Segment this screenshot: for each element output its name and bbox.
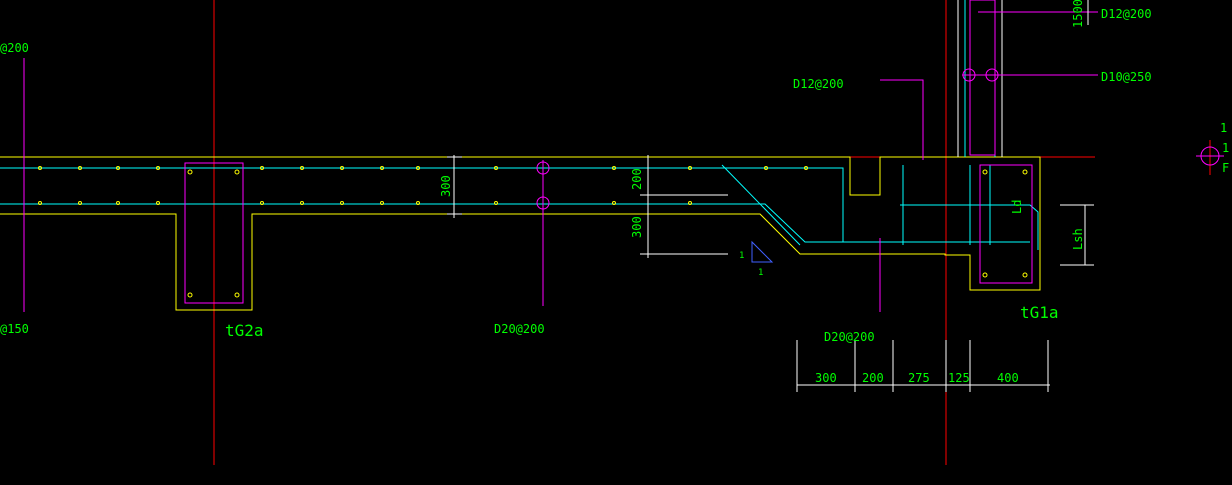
rebar-lines <box>0 0 1039 250</box>
dim-300-left: 300 <box>439 175 453 197</box>
slope-label-two: 1 <box>758 268 763 278</box>
concrete-outline <box>0 156 1041 311</box>
label-d20-200-right: D20@200 <box>824 330 875 344</box>
dim-ld: Ld <box>1010 200 1024 214</box>
rebar-circle-wall-b <box>985 68 999 82</box>
bottom-dim-4: 400 <box>997 371 1019 385</box>
label-d12-200-top-right: D12@200 <box>1101 7 1152 21</box>
beam-label-right: tG1a <box>1020 303 1059 322</box>
inclined-rebar <box>721 164 801 246</box>
stirrup-left <box>184 162 244 304</box>
rebar-circle-mid-top <box>536 161 550 175</box>
wall-stirrup <box>969 0 996 156</box>
stirrup-right <box>979 164 1033 284</box>
dim-300-lower: 300 <box>630 216 644 238</box>
dim-lsh: Lsh <box>1071 228 1085 250</box>
wall-outline <box>957 0 1003 157</box>
rebar-circle-mid-bottom <box>536 196 550 210</box>
label-d12-200-mid: D12@200 <box>793 77 844 91</box>
bottom-dim-3: 125 <box>948 371 970 385</box>
label-d12-200-top-left: @200 <box>0 41 29 55</box>
label-d20-200-mid: D20@200 <box>494 322 545 336</box>
beam-label-left: tG2a <box>225 321 264 340</box>
dim-200-upper: 200 <box>630 168 644 190</box>
label-left-150: @150 <box>0 322 29 336</box>
axis-label-c: F <box>1222 161 1229 175</box>
leader-lines <box>23 11 1224 312</box>
slab-outline-upper <box>0 156 1041 311</box>
rebar-dots <box>38 166 1028 298</box>
bottom-dim-0: 300 <box>815 371 837 385</box>
dimension-lines <box>447 0 1094 392</box>
axis-label-a: 1 <box>1220 121 1227 135</box>
axis-label-b: 1: <box>1222 141 1232 155</box>
axis-lines <box>0 0 1211 465</box>
top-rebar <box>0 167 844 242</box>
bottom-rebar <box>0 203 1030 243</box>
leader-d12-mid <box>880 79 924 160</box>
bottom-dim-1: 200 <box>862 371 884 385</box>
dim-1500-top-right: 1500 <box>1071 0 1085 28</box>
label-d10-250: D10@250 <box>1101 70 1152 84</box>
stirrups <box>184 0 1033 304</box>
slope-marker <box>751 240 774 263</box>
anchor-rebar <box>900 204 1039 250</box>
slope-label-one: 1 <box>739 251 744 261</box>
bottom-dim-2: 275 <box>908 371 930 385</box>
rebar-circle-wall-a <box>962 68 976 82</box>
